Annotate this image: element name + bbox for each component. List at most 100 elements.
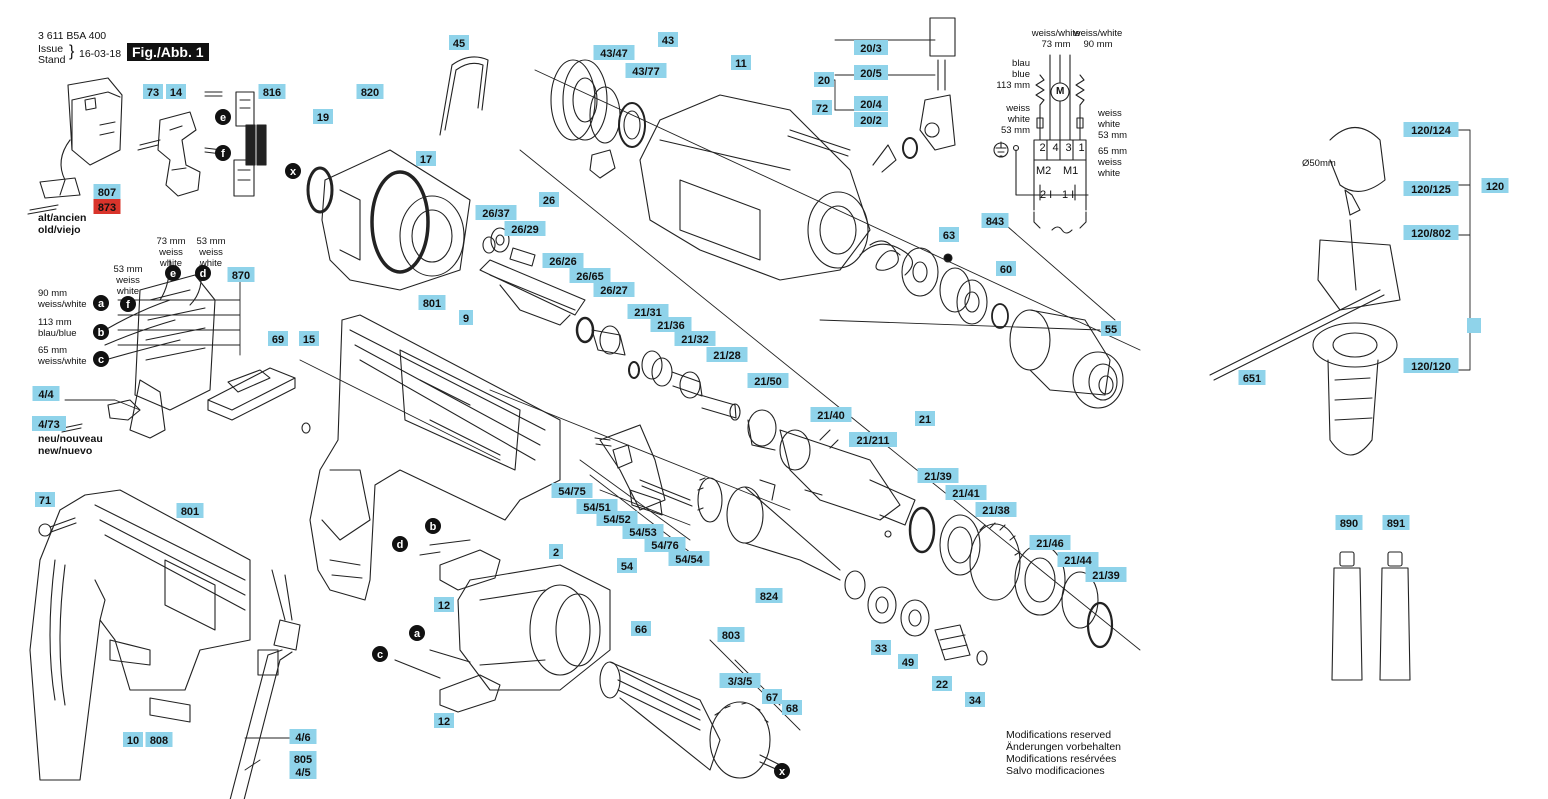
- svg-text:a: a: [98, 298, 105, 310]
- part-label-l21_46: 21/46: [1029, 535, 1071, 550]
- wiring-m1: M1: [1063, 165, 1079, 177]
- svg-text:e: e: [170, 268, 176, 280]
- part-label-l870: 870: [227, 267, 255, 282]
- part-label-l873: 873: [93, 199, 121, 214]
- svg-text:73: 73: [147, 87, 159, 99]
- svg-text:67: 67: [766, 692, 778, 704]
- svg-text:120: 120: [1486, 181, 1504, 193]
- svg-text:49: 49: [902, 657, 914, 669]
- parts-21-group: [628, 350, 1114, 649]
- part-label-l21_39a: 21/39: [917, 468, 959, 483]
- svg-text:f: f: [221, 148, 225, 160]
- svg-text:60: 60: [1000, 264, 1012, 276]
- part-label-l11: 11: [731, 55, 751, 70]
- svg-text:120/125: 120/125: [1411, 184, 1451, 196]
- svg-text:120/802: 120/802: [1411, 228, 1451, 240]
- part-label-l54: 54: [617, 558, 637, 573]
- svg-text:21/39: 21/39: [1092, 570, 1120, 582]
- svg-text:71: 71: [39, 495, 51, 507]
- part-label-l34: 34: [965, 692, 985, 707]
- svg-text:b: b: [98, 327, 105, 339]
- part-label-l20_3: 20/3: [854, 40, 888, 55]
- part-label-l54_75: 54/75: [551, 483, 593, 498]
- part-label-l20: 20: [814, 72, 834, 87]
- svg-text:26/26: 26/26: [549, 256, 577, 268]
- svg-text:820: 820: [361, 87, 379, 99]
- svg-text:69: 69: [272, 334, 284, 346]
- svg-text:4/6: 4/6: [295, 732, 310, 744]
- part-15-pin: [301, 422, 311, 434]
- housing-801-half: [309, 314, 561, 601]
- part-label-l54_54: 54/54: [668, 551, 710, 566]
- letter-f-1: f: [215, 145, 231, 161]
- letter-b-3: b: [425, 518, 441, 534]
- svg-text:26/65: 26/65: [576, 271, 604, 283]
- svg-text:805: 805: [294, 754, 312, 766]
- gearbox-820: [321, 149, 471, 291]
- svg-text:651: 651: [1243, 373, 1261, 385]
- svg-text:26: 26: [543, 195, 555, 207]
- svg-text:21/40: 21/40: [817, 410, 845, 422]
- svg-text:c: c: [98, 354, 104, 366]
- svg-text:21/38: 21/38: [982, 505, 1010, 517]
- svg-text:21/31: 21/31: [634, 307, 662, 319]
- date: 16-03-18: [79, 48, 122, 60]
- part-label-l20_5: 20/5: [854, 65, 888, 80]
- brush-holders-12: [394, 539, 501, 713]
- part-label-l801a: 801: [176, 503, 204, 518]
- part-label-l4_4: 4/4: [32, 386, 60, 401]
- svg-text:20/5: 20/5: [860, 68, 881, 80]
- svg-text:34: 34: [969, 695, 982, 707]
- modifications-note: Modifications reserved Änderungen vorbeh…: [1006, 729, 1122, 777]
- svg-text:20: 20: [818, 75, 830, 87]
- part-label-l21_31: 21/31: [627, 304, 669, 319]
- figure-label: Fig./Abb. 1: [127, 43, 209, 61]
- screw-71: [38, 517, 77, 537]
- svg-text:21/50: 21/50: [754, 376, 782, 388]
- diameter-note: Ø50mm: [1302, 158, 1336, 169]
- letter-e-1: e: [215, 109, 231, 125]
- part-label-l66: 66: [631, 621, 651, 636]
- old-label-2: old/viejo: [38, 224, 81, 236]
- part-label-l824: 824: [755, 588, 783, 603]
- letter-x-2: x: [774, 763, 790, 779]
- part-label-l120_124: 120/124: [1403, 122, 1459, 137]
- part-label-l26_65: 26/65: [569, 268, 611, 283]
- svg-text:26/37: 26/37: [482, 208, 510, 220]
- part-label-l120_120: 120/120: [1403, 358, 1459, 373]
- svg-text:68: 68: [786, 703, 798, 715]
- part-label-l54_52: 54/52: [596, 511, 638, 526]
- svg-text:72: 72: [816, 103, 828, 115]
- svg-text:20/2: 20/2: [860, 115, 881, 127]
- part-label-l120_125: 120/125: [1403, 181, 1459, 196]
- new-label: neu/nouveau: [38, 433, 103, 445]
- svg-text:4/73: 4/73: [38, 419, 59, 431]
- svg-text:21/39: 21/39: [924, 471, 952, 483]
- circle-letters: e f e d a f b c b d a c x x: [93, 109, 790, 779]
- part-14-bracket: [137, 111, 201, 197]
- chuck-55: [1009, 309, 1124, 409]
- svg-text:c: c: [377, 649, 383, 661]
- part-label-l63: 63: [939, 227, 959, 242]
- leader-lines: [64, 39, 1471, 771]
- issue-label: Issue: [38, 43, 64, 55]
- screw-72: [787, 129, 851, 157]
- part-label-l9: 9: [459, 310, 473, 325]
- svg-text:43/77: 43/77: [632, 66, 660, 78]
- part-label-l10: 10: [123, 732, 143, 747]
- part-label-l20_2: 20/2: [854, 112, 888, 127]
- letter-c-3: c: [372, 646, 388, 662]
- part-label-l67: 67: [762, 689, 782, 704]
- svg-text:43: 43: [662, 35, 674, 47]
- part-label-l4_73: 4/73: [32, 416, 66, 431]
- svg-text:20/4: 20/4: [860, 99, 882, 111]
- housing-801-handle: [29, 489, 251, 781]
- svg-text:873: 873: [98, 202, 116, 214]
- part-label-l22: 22: [932, 676, 952, 691]
